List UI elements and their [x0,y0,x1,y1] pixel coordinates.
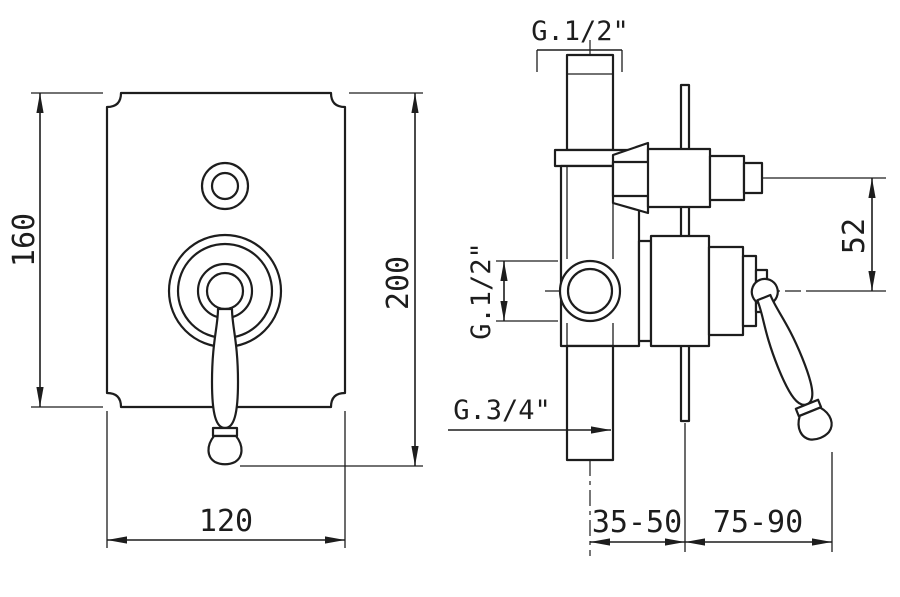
dim-total-height: 200 [240,92,423,467]
dim-install-depth: 35-50 [590,423,686,552]
inlet-port [558,259,622,323]
dim-top-thread: G.1/2" [531,16,629,72]
dim-label-total-height: 200 [381,256,416,310]
dim-outlet-offset: 52 [766,177,886,292]
dim-label-inlet-thread: G.1/2" [466,242,497,340]
lever-handle-side [750,277,833,441]
dim-plate-width: 120 [106,411,346,548]
front-view: 160 200 120 [7,91,423,548]
dim-protrusion: 75-90 [685,452,833,552]
dim-label-install-depth: 35-50 [592,505,682,540]
lever-handle-front [207,307,243,466]
dim-label-bottom-thread: G.3/4" [453,395,551,426]
dim-label-plate-height: 160 [7,213,42,267]
dim-plate-height: 160 [7,92,103,408]
handle-rosette [167,233,283,349]
dim-bottom-thread: G.3/4" [448,395,611,434]
supply-pipe-bottom [565,344,615,462]
dim-label-outlet-offset: 52 [837,218,872,254]
cartridge-assembly [637,234,769,348]
dim-label-plate-width: 120 [199,504,253,539]
outlet-assembly [611,141,764,215]
dim-label-protrusion: 75-90 [713,505,803,540]
diverter-button [200,161,250,211]
dim-label-top-thread: G.1/2" [531,16,629,47]
side-view: G.1/2" G.1/2" 52 G.3/4" [448,16,886,556]
supply-pipe-top [565,53,615,152]
dim-inlet-thread: G.1/2" [466,242,558,340]
